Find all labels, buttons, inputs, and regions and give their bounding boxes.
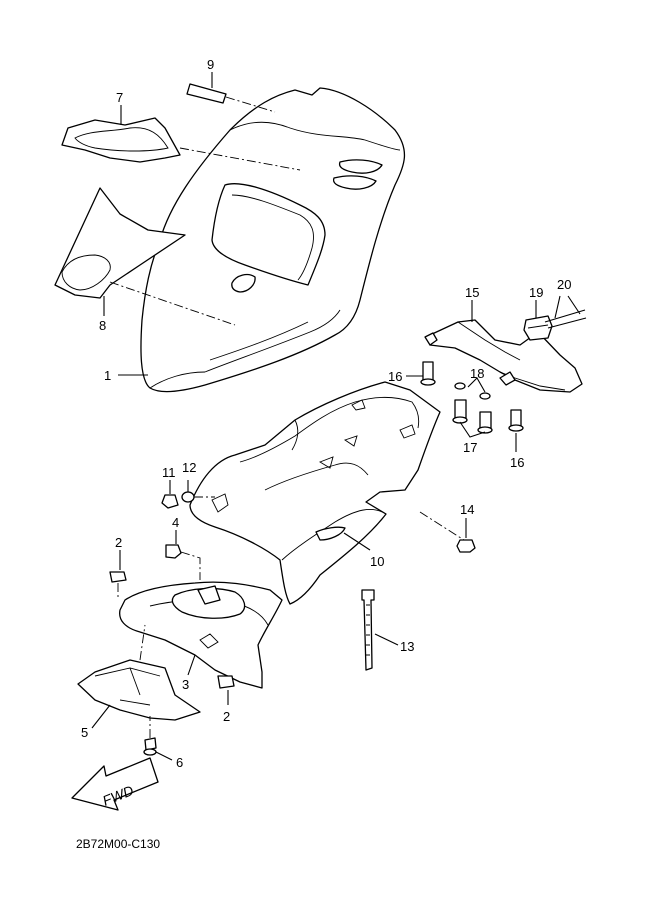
callout-8: 8 <box>99 296 106 333</box>
callout-19: 19 <box>529 285 543 318</box>
svg-text:19: 19 <box>529 285 543 300</box>
callout-11: 11 <box>162 465 176 494</box>
assembly-leaders-upper <box>109 96 301 326</box>
callout-15: 15 <box>465 285 479 322</box>
svg-text:15: 15 <box>465 285 479 300</box>
bolt-part-6 <box>143 716 157 756</box>
grommet-part-19 <box>523 315 553 341</box>
svg-text:20: 20 <box>557 277 571 292</box>
callout-4: 4 <box>172 515 179 544</box>
svg-text:11: 11 <box>162 465 176 480</box>
callout-10: 10 <box>343 532 384 569</box>
clip-part-2-upper <box>109 571 127 600</box>
callout-16-left: 16 <box>388 369 423 384</box>
callout-5: 5 <box>81 704 111 740</box>
callout-2-upper: 2 <box>115 535 122 570</box>
svg-text:2: 2 <box>223 709 230 724</box>
svg-text:1: 1 <box>104 368 111 383</box>
callout-12: 12 <box>182 460 196 492</box>
clip-part-2-lower <box>217 675 235 689</box>
under-plate-part-5 <box>77 624 201 721</box>
svg-text:9: 9 <box>207 57 214 72</box>
fwd-direction-badge: FWD <box>71 757 159 811</box>
svg-text:7: 7 <box>116 90 123 105</box>
emblem-part-9 <box>186 83 227 104</box>
svg-text:8: 8 <box>99 318 106 333</box>
callout-2-lower: 2 <box>223 690 230 724</box>
svg-text:2: 2 <box>115 535 122 550</box>
svg-text:12: 12 <box>182 460 196 475</box>
svg-text:16: 16 <box>510 455 524 470</box>
callout-16-right: 16 <box>510 433 524 470</box>
bolts-part-16-17-18 <box>420 361 524 434</box>
svg-text:5: 5 <box>81 725 88 740</box>
svg-text:17: 17 <box>463 440 477 455</box>
svg-text:3: 3 <box>182 677 189 692</box>
callout-17: 17 <box>459 421 486 455</box>
callout-18: 18 <box>467 366 486 393</box>
cable-tie-part-13 <box>361 589 375 671</box>
callout-13: 13 <box>374 633 414 654</box>
callout-1: 1 <box>104 368 148 383</box>
callout-7: 7 <box>116 90 123 125</box>
inner-panel-part-10 <box>189 381 441 605</box>
callout-3: 3 <box>182 654 196 692</box>
bolt-part-11 <box>161 494 179 509</box>
svg-text:6: 6 <box>176 755 183 770</box>
front-cover-part-1 <box>140 87 406 393</box>
lower-cover-part-3 <box>119 581 283 689</box>
callout-6: 6 <box>155 751 183 770</box>
nut-part-14 <box>419 511 476 553</box>
svg-text:16: 16 <box>388 369 402 384</box>
callout-14: 14 <box>460 502 474 538</box>
svg-text:4: 4 <box>172 515 179 530</box>
svg-text:18: 18 <box>470 366 484 381</box>
callout-9: 9 <box>207 57 214 88</box>
svg-text:10: 10 <box>370 554 384 569</box>
svg-text:14: 14 <box>460 502 474 517</box>
screws-part-20 <box>544 295 587 329</box>
callout-20: 20 <box>557 277 571 292</box>
bolt-part-4 <box>165 544 201 580</box>
rear-bracket-part-15 <box>424 319 583 393</box>
svg-text:13: 13 <box>400 639 414 654</box>
diagram-code: 2B72M00-C130 <box>76 837 160 851</box>
decal-part-8 <box>54 187 186 299</box>
decal-part-7 <box>61 117 181 163</box>
